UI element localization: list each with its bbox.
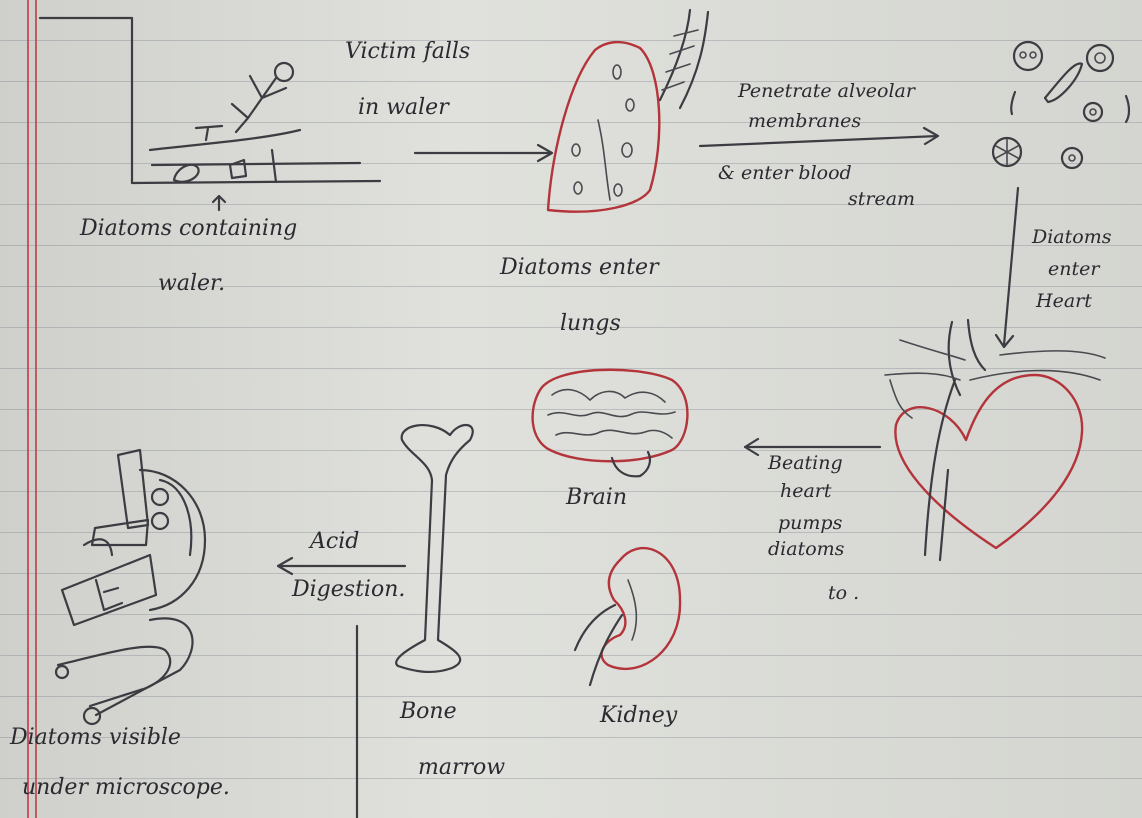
microscope-label-2: under microscope.: [22, 776, 230, 799]
diatoms-heart-label-2: enter: [1048, 260, 1099, 280]
kidney-label: Kidney: [600, 704, 677, 727]
diatoms-lungs-label-2: lungs: [560, 312, 621, 335]
acid-label: Acid: [310, 530, 359, 553]
beating-label-2: heart: [780, 482, 832, 502]
microscope-label-1: Diatoms visible: [10, 726, 181, 749]
penetrate-label-1: Penetrate alveolar: [738, 82, 915, 102]
diatoms-heart-label-1: Diatoms: [1032, 228, 1111, 248]
margin-lines: [28, 0, 36, 818]
bone-label-2: marrow: [418, 756, 505, 779]
diatoms-water-label: Diatoms containing: [80, 217, 297, 240]
kidney-illustration: [575, 548, 680, 685]
penetrate-label-2: membranes: [748, 112, 861, 132]
up-arrow: [213, 196, 225, 210]
penetrate-label-3: & enter blood: [718, 164, 852, 184]
beating-label-5: to .: [828, 584, 859, 604]
diatoms-lungs-label-1: Diatoms enter: [500, 256, 659, 279]
arrow-to-heart: [996, 188, 1018, 347]
in-water-label: in waler: [358, 96, 449, 119]
penetrate-label-4: stream: [848, 190, 915, 210]
beating-label-3: pumps: [778, 514, 842, 534]
heart-illustration: [885, 320, 1105, 560]
victim-falls-label: Victim falls: [345, 40, 470, 63]
bone-illustration: [396, 425, 473, 672]
arrow-to-microscope: [278, 558, 405, 574]
beating-label-4: diatoms: [768, 540, 844, 560]
microscope-illustration: [56, 450, 205, 724]
water-label: waler.: [158, 272, 225, 295]
victim-head: [275, 63, 293, 81]
diatoms-heart-label-3: Heart: [1036, 292, 1092, 312]
brain-label: Brain: [566, 486, 627, 509]
diatoms-cluster: [993, 42, 1129, 168]
arrow-water-to-lung: [415, 145, 552, 161]
bone-label-1: Bone: [400, 700, 457, 723]
water-tank-illustration: [40, 18, 380, 183]
digestion-label: Digestion.: [292, 578, 405, 601]
brain-illustration: [533, 370, 688, 477]
beating-label-1: Beating: [768, 454, 843, 474]
lung-illustration: [548, 10, 708, 212]
